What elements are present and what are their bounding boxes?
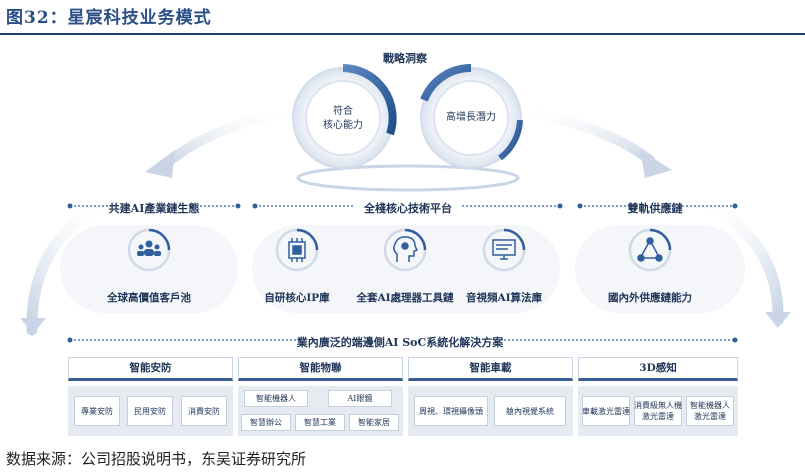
- section-left-label: 共建AI產業鏈生態: [108, 202, 200, 215]
- section-center-label: 全棧核心技術平台: [364, 202, 452, 215]
- category-header-automotive: 智能車載: [408, 357, 573, 381]
- outer-left-arrowhead: [20, 318, 46, 334]
- outer-right-arc: [694, 194, 784, 326]
- right-circle-text: 高增長潛力: [446, 112, 496, 123]
- right-pill: [575, 225, 745, 313]
- item-smart-home: 智能家居: [349, 414, 399, 431]
- panel-iot: 智能機器人 AI眼鏡 智慧辦公 智慧工業 智能家居: [238, 386, 403, 436]
- item-civil-security: 民用安防: [127, 396, 173, 426]
- item-professional-security: 專業安防: [74, 396, 120, 426]
- category-header-3d-sensing: 3D感知: [578, 357, 738, 381]
- right-swoosh-arrow: [505, 105, 655, 165]
- item-surround-camera: 周視、環視攝像頭: [414, 396, 488, 426]
- item-robot-lidar: 智能機器人 激光雷達: [686, 396, 734, 426]
- figure-title: 图32：星宸科技业务模式: [6, 8, 212, 28]
- panel-3d-sensing: 車載激光雷達 消費級無人機 激光雷達 智能機器人 激光雷達: [578, 386, 738, 436]
- capability-ai-toolchain: 全套AI處理器工具鏈: [356, 292, 454, 304]
- right-arrowhead: [640, 150, 672, 178]
- item-consumer-security: 消費安防: [181, 396, 227, 426]
- item-drone-lidar-line-1: 消費級無人機: [634, 401, 682, 410]
- category-header-iot: 智能物聯: [238, 357, 403, 381]
- solutions-banner: 業內廣泛的端邊側AI SoC系統化解決方案: [296, 336, 504, 349]
- section-right-label: 雙軌供應鏈: [627, 202, 683, 215]
- ai-head-icon: [393, 236, 419, 262]
- capability-av-algorithms: 音視頻AI算法庫: [465, 292, 543, 304]
- category-header-security: 智能安防: [68, 357, 233, 381]
- item-robot-lidar-line-2: 激光雷達: [694, 412, 726, 421]
- outer-left-arc: [26, 194, 116, 336]
- left-circle-line-1: 符合: [333, 106, 353, 117]
- item-automotive-lidar: 車載激光雷達: [582, 396, 630, 426]
- panel-automotive: 周視、環視攝像頭 艙內視覺系統: [408, 386, 573, 436]
- platform-ring: [296, 164, 520, 192]
- left-swoosh-arrow: [160, 105, 305, 170]
- item-smart-office: 智慧辦公: [241, 414, 291, 431]
- capability-customer-pool: 全球高價值客戶池: [107, 292, 191, 304]
- chip-icon: [288, 238, 306, 262]
- panel-security: 專業安防 民用安防 消費安防: [68, 386, 233, 436]
- item-smart-robot: 智能機器人: [244, 390, 308, 407]
- outer-right-arrowhead: [765, 312, 791, 328]
- item-drone-lidar: 消費級無人機 激光雷達: [634, 396, 682, 426]
- capability-ip-library: 自研核心IP庫: [264, 292, 330, 304]
- left-arrowhead: [145, 150, 175, 178]
- item-smart-industry: 智慧工業: [295, 414, 345, 431]
- source-note: 数据来源：公司招股说明书，东吴证券研究所: [6, 450, 307, 468]
- supply-chain-icon: [637, 237, 663, 262]
- item-drone-lidar-line-2: 激光雷達: [642, 412, 674, 421]
- people-group-icon: [137, 240, 161, 256]
- capability-supply-chain: 國內外供應鏈能力: [608, 292, 692, 304]
- video-screen-icon: [492, 239, 516, 260]
- left-circle-text: 符合 核心能力: [313, 105, 373, 133]
- item-robot-lidar-line-1: 智能機器人: [690, 401, 730, 410]
- title-divider: [0, 33, 805, 35]
- strategy-label: 戰略洞察: [383, 52, 427, 65]
- item-cabin-vision: 艙內視覺系統: [494, 396, 566, 426]
- left-circle-line-2: 核心能力: [323, 120, 363, 131]
- item-ai-glasses: AI眼鏡: [328, 390, 392, 407]
